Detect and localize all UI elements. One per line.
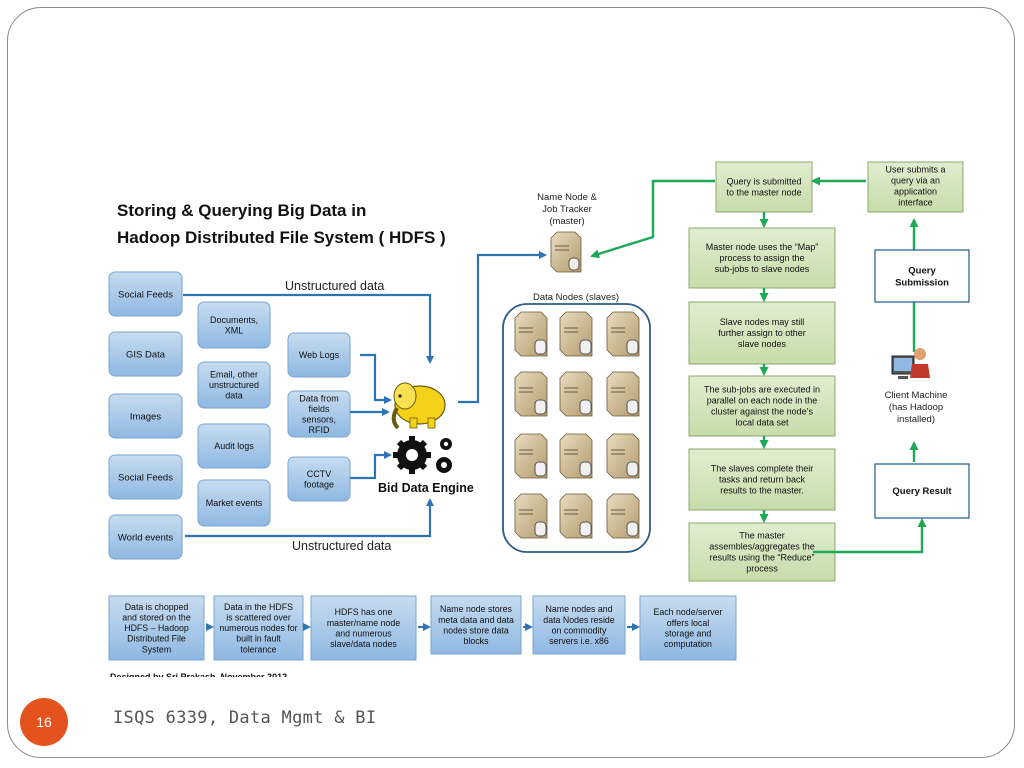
source-box-label: Social Feeds [118,289,173,300]
unstructured-top-label: Unstructured data [285,279,384,293]
source-box [108,393,183,439]
flow-step-box [715,161,813,213]
slide-footer: ISQS 6339, Data Mgmt & BI [113,708,377,728]
name-node-label-line-1: Name Node & [537,192,597,203]
data-node-server-icon [606,493,640,539]
data-node-server-icon [606,371,640,417]
engine-label: Bid Data Engine [378,481,474,495]
bottom-step-box [430,595,522,655]
data-node-server-icon [559,433,593,479]
gears-icon [393,436,452,474]
data-node-server-icon [514,433,548,479]
source-box-label: GIS Data [126,349,166,360]
data-node-servers [514,311,640,539]
query-result-label: Query Result [892,486,952,497]
data-node-server-icon [559,493,593,539]
flow-step-label: Master node uses the “Map”process to ass… [706,242,819,274]
source-box-label: Images [130,411,161,422]
middle-source-box [197,361,271,409]
data-node-server-icon [606,311,640,357]
source-box-label: World events [118,532,174,543]
source-box [108,331,183,377]
inner-source-box-label: Web Logs [299,350,340,360]
unstructured-connectors [183,251,547,538]
middle-source-box-label: Audit logs [214,441,254,451]
unstructured-bottom-label: Unstructured data [292,539,391,553]
name-node-server-icon [550,231,582,273]
bottom-step-box [213,595,304,661]
diagram-title-line-2: Hadoop Distributed File System ( HDFS ) [117,228,446,247]
name-node-label-line-2: Job Tracker [542,204,592,215]
source-box [108,514,183,560]
user-query-box [867,161,964,213]
client-machine-line-1: Client Machine [885,390,948,401]
flow-step-box [688,375,836,437]
hadoop-elephant-icon [391,382,446,430]
flow-step-box [688,301,836,365]
query-result-box [874,463,970,519]
query-submission-box [874,249,970,303]
bottom-step-box [108,595,205,661]
flow-step-box [688,448,836,511]
bottom-step-box [639,595,737,661]
bottom-step-box [532,595,626,655]
data-node-server-icon [514,311,548,357]
middle-source-box-label: Market events [206,498,263,508]
flow-step-box [688,227,836,289]
source-box [108,271,183,317]
client-machine-line-2: (has Hadoop [889,402,943,413]
slide-number-badge: 16 [20,698,68,746]
bottom-step-box [310,595,417,661]
middle-source-box [197,479,271,527]
middle-source-box [197,301,271,349]
client-machine-line-3: installed) [897,414,935,425]
data-nodes-label: Data Nodes (slaves) [533,292,619,303]
source-box [108,454,183,500]
name-node-label-line-3: (master) [549,216,584,227]
inner-source-box [287,390,351,438]
source-box-label: Social Feeds [118,472,173,483]
middle-source-box [197,423,271,469]
client-user-icon [891,348,930,379]
designer-credit: Designed by Sri Prakash, November 2012 [110,672,287,682]
middle-source-box-label: Documents,XML [210,315,258,336]
data-nodes-cluster [502,303,651,553]
data-node-server-icon [514,371,548,417]
diagram-title-line-1: Storing & Querying Big Data in [117,201,366,220]
data-node-server-icon [559,371,593,417]
inner-source-box [287,332,351,378]
data-node-server-icon [606,433,640,479]
data-node-server-icon [514,493,548,539]
data-node-server-icon [559,311,593,357]
